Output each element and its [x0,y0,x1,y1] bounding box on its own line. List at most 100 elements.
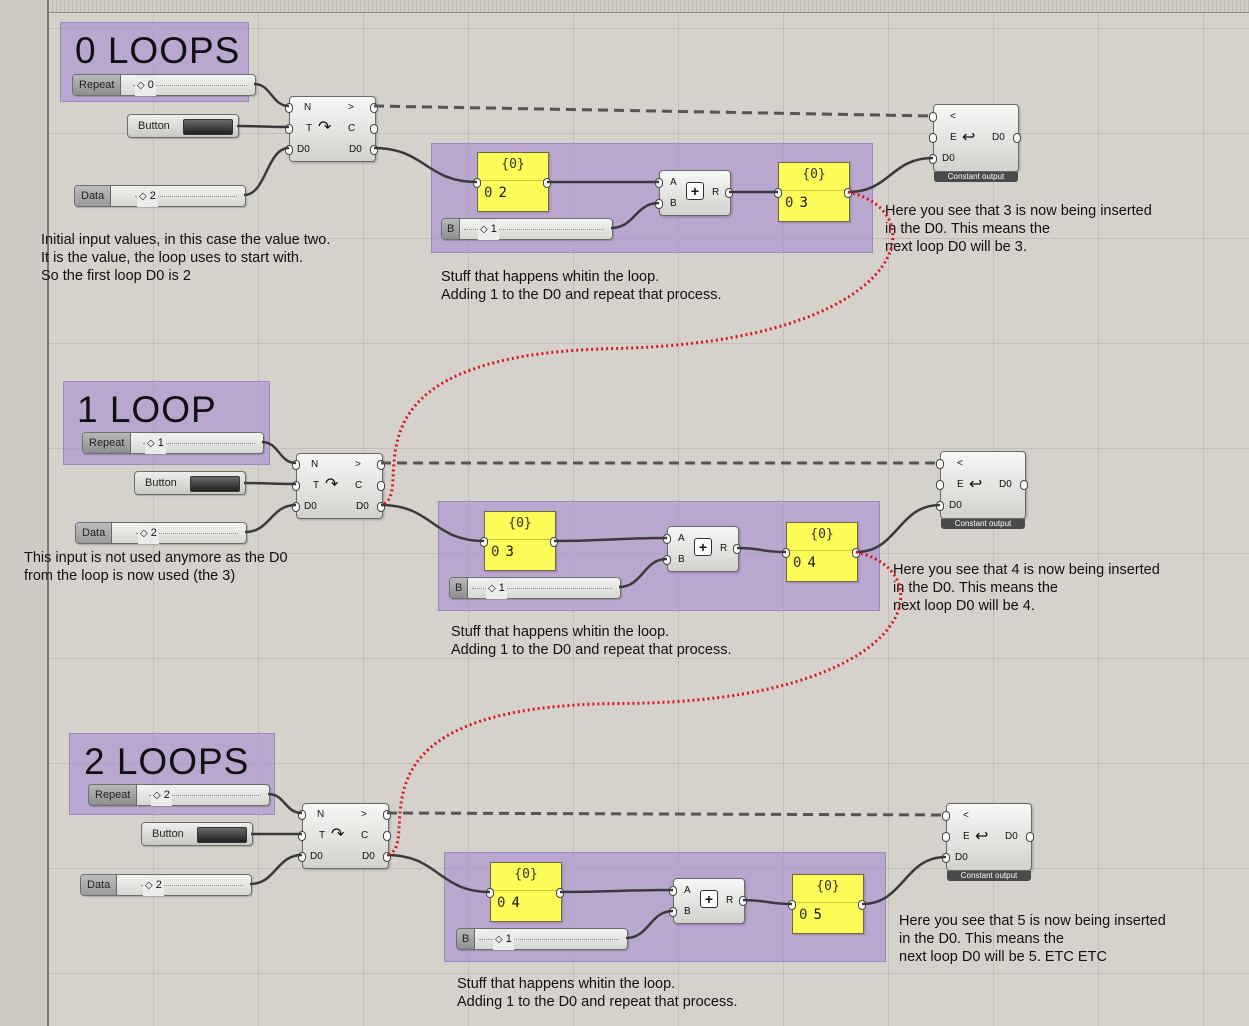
output-port[interactable] [383,831,391,841]
output-port[interactable] [383,852,391,862]
slider-rail[interactable] [136,533,238,534]
panel-input-port[interactable] [473,178,481,188]
output-port[interactable] [1013,133,1021,143]
panel-input-port[interactable] [788,900,796,910]
input-port[interactable] [655,178,663,188]
input-port[interactable] [663,555,671,565]
output-port[interactable] [377,481,385,491]
panel-value: 2 [498,185,507,201]
slider-rail[interactable] [149,795,261,796]
input-port[interactable] [929,112,937,122]
input-n: N [304,102,312,113]
slider-rail[interactable] [141,885,243,886]
input-port[interactable] [936,501,944,511]
slider-handle-icon[interactable]: ◇ [495,934,503,945]
input-port[interactable] [285,103,293,113]
output-port[interactable] [377,460,385,470]
repeat-slider[interactable]: Repeat◇2 [88,784,270,806]
output-port[interactable] [725,188,733,198]
slider-handle-icon[interactable]: ◇ [147,438,155,449]
slider-handle-icon[interactable]: ◇ [488,583,496,594]
panel-output-port[interactable] [550,537,558,547]
input-port[interactable] [285,145,293,155]
input-port[interactable] [298,852,306,862]
panel-output-port[interactable] [852,548,860,558]
input-port[interactable] [669,886,677,896]
slider-handle-icon[interactable]: ◇ [145,880,153,891]
data-slider[interactable]: Data◇2 [80,874,252,896]
input-port[interactable] [655,199,663,209]
data-slider[interactable]: Data◇2 [75,522,247,544]
button-knob[interactable] [190,476,240,492]
panel-input-port[interactable] [486,888,494,898]
output-port[interactable] [383,810,391,820]
output-port[interactable] [1026,832,1034,842]
b-slider[interactable]: B◇1 [449,577,621,599]
repeat-slider[interactable]: Repeat◇0 [72,74,256,96]
repeat-slider[interactable]: Repeat◇1 [82,432,264,454]
reset-button[interactable]: Button [134,471,246,495]
input-port[interactable] [292,502,300,512]
output-port[interactable] [733,544,741,554]
slider-label: B [450,578,469,598]
input-port[interactable] [292,460,300,470]
input-port[interactable] [669,907,677,917]
output-port[interactable] [1020,480,1028,490]
b-slider[interactable]: B◇1 [456,928,628,950]
slider-rail[interactable] [133,85,247,86]
panel-output-port[interactable] [543,178,551,188]
input-port[interactable] [298,810,306,820]
input-port[interactable] [936,480,944,490]
slider-handle-icon[interactable]: ◇ [140,528,148,539]
input-port[interactable] [936,459,944,469]
input-port[interactable] [942,853,950,863]
output-port[interactable] [370,145,378,155]
output-port[interactable] [370,124,378,134]
input-port[interactable] [298,831,306,841]
reset-button[interactable]: Button [127,114,239,138]
input-port[interactable] [929,133,937,143]
slider-handle-icon[interactable]: ◇ [153,790,161,801]
panel-output-port[interactable] [844,188,852,198]
slider-handle-icon[interactable]: ◇ [139,191,147,202]
reset-button[interactable]: Button [141,822,253,846]
panel-input-port[interactable] [774,188,782,198]
panel-output-port[interactable] [858,900,866,910]
panel-output-port[interactable] [556,888,564,898]
slider-rail[interactable] [135,196,237,197]
slider-rail[interactable] [143,443,255,444]
panel-input-port[interactable] [480,537,488,547]
input-port[interactable] [285,124,293,134]
button-knob[interactable] [183,119,233,135]
input-port[interactable] [292,481,300,491]
b-slider[interactable]: B◇1 [441,218,613,240]
button-knob[interactable] [197,827,247,843]
output-port[interactable] [377,502,385,512]
output-port[interactable] [370,103,378,113]
slider-rail[interactable] [479,939,619,940]
data-slider[interactable]: Data◇2 [74,185,246,207]
slider-handle-icon[interactable]: ◇ [480,224,488,235]
input-port[interactable] [663,534,671,544]
input-port[interactable] [942,832,950,842]
input-port[interactable] [942,811,950,821]
input-port[interactable] [929,154,937,164]
slider-handle-icon[interactable]: ◇ [137,80,145,91]
output-port[interactable] [739,896,747,906]
panel-input-port[interactable] [782,548,790,558]
